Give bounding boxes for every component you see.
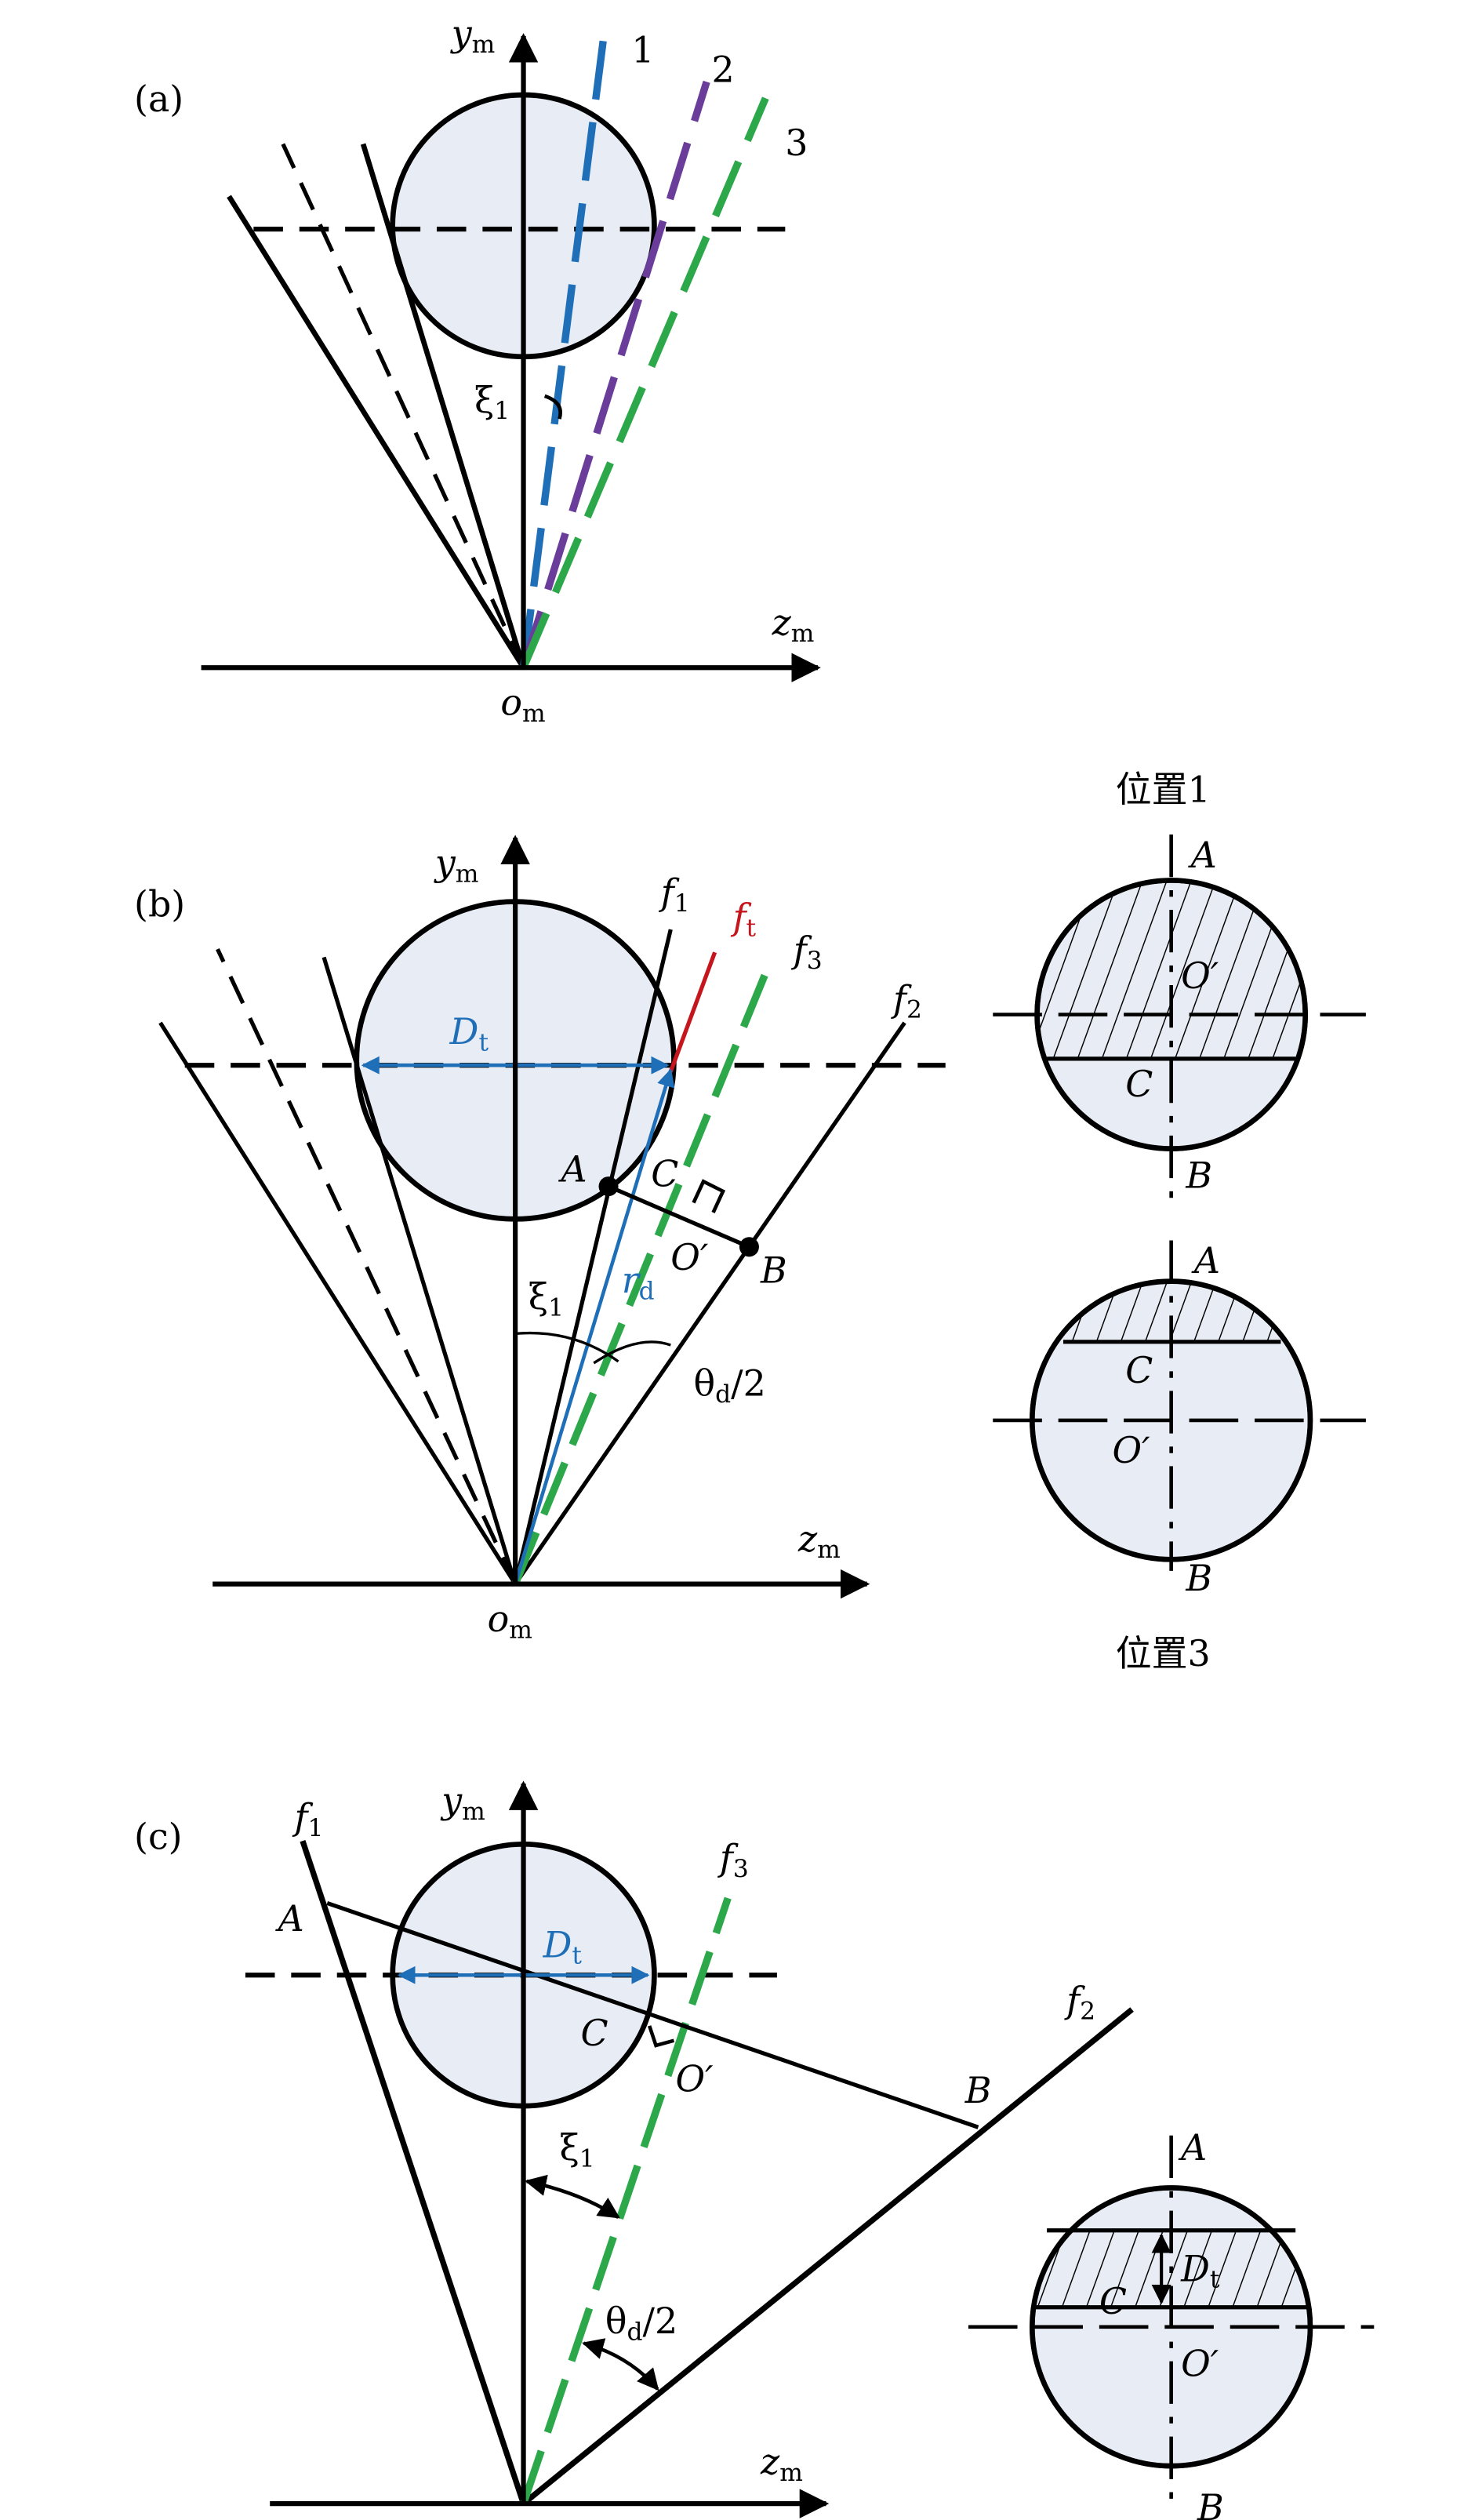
- rd-label: rd: [622, 1259, 655, 1305]
- dt-label: Dt: [449, 1010, 489, 1056]
- position-1-inset: 位置1 A O′ C B: [993, 768, 1366, 1198]
- inset-c-label: C: [1099, 2280, 1127, 2322]
- y-axis-label: ym: [440, 1780, 485, 1826]
- b-label: B: [760, 1249, 787, 1292]
- pos1-a-label: A: [1188, 834, 1217, 876]
- dt-label: Dt: [543, 1923, 583, 1969]
- a-label: A: [558, 1147, 587, 1190]
- panel-c-inset: A Dt C O′ B: [968, 2126, 1375, 2520]
- line-3-label: 3: [785, 122, 808, 164]
- boundary-line: [360, 143, 526, 669]
- f2-label: f2: [1064, 1979, 1095, 2025]
- f1-line: [513, 929, 673, 1585]
- panel-b: (b) f1 ft f3 f2 Dt A C O′ B rd ξ1 θd/2 y…: [134, 768, 1366, 1675]
- f2-line: [521, 2007, 1134, 2506]
- inset-dt-label: Dt: [1180, 2247, 1220, 2293]
- xi1-label: ξ1: [559, 2126, 594, 2173]
- pos3-c-label: C: [1125, 1349, 1153, 1391]
- pos1-b-label: B: [1185, 1155, 1212, 1197]
- b-label: B: [964, 2069, 992, 2111]
- xi1-label: ξ1: [474, 379, 510, 425]
- position-3-title: 位置3: [1116, 1632, 1211, 1675]
- ab-segment: [326, 1900, 979, 2129]
- z-axis-label: zm: [797, 1518, 841, 1564]
- origin-label: om: [499, 2519, 543, 2520]
- f2-label: f2: [891, 977, 922, 1024]
- ab-segment: [607, 1184, 750, 1249]
- f3-label: f3: [791, 929, 823, 975]
- theta-label: θd/2: [694, 1362, 766, 1409]
- f3-line: [511, 955, 776, 1586]
- point-b: [739, 1237, 759, 1257]
- rd-vector: [513, 1068, 675, 1585]
- panel-c: (c) f1 f3 f2 A B C O′ Dt ξ1 θd/2 ym zm o…: [134, 1780, 1375, 2520]
- y-axis-label: ym: [450, 12, 496, 58]
- f1-line: [300, 1840, 527, 2505]
- f3-line: [520, 1896, 732, 2505]
- theta-label: θd/2: [605, 2300, 677, 2346]
- f3-label: f3: [717, 1837, 749, 1883]
- inset-b-label: B: [1197, 2486, 1224, 2520]
- ft-line: [668, 951, 717, 1073]
- panel-a-label: (a): [134, 78, 183, 120]
- f2-line: [513, 1021, 906, 1586]
- line-2-label: 2: [711, 48, 734, 90]
- line-1: [519, 24, 609, 668]
- line-1-label: 1: [631, 28, 654, 71]
- line-3: [520, 96, 769, 670]
- pos3-o-label: O′: [1113, 1429, 1151, 1471]
- pos1-c-label: C: [1125, 1063, 1153, 1105]
- z-axis-label: zm: [772, 602, 815, 648]
- pos3-a-label: A: [1191, 1239, 1220, 1282]
- panel-b-label: (b): [134, 882, 185, 925]
- origin-label: om: [488, 1598, 532, 1644]
- f1-label: f1: [292, 1796, 323, 1842]
- position-3-inset: A C O′ B 位置3: [993, 1239, 1366, 1675]
- c-label: C: [651, 1153, 678, 1195]
- origin-label: om: [500, 682, 545, 728]
- panel-a: (a) 1 2 3 ξ1 ym zm om: [134, 12, 821, 728]
- inset-a-label: A: [1178, 2126, 1207, 2169]
- o-prime-label: O′: [670, 1236, 709, 1278]
- ft-label: ft: [731, 896, 757, 942]
- pos3-b-label: B: [1185, 1557, 1212, 1599]
- boundary-line: [227, 195, 526, 670]
- o-prime-label: O′: [676, 2057, 714, 2100]
- panel-c-label: (c): [134, 1816, 182, 1858]
- position-1-title: 位置1: [1116, 768, 1211, 810]
- pos1-o-label: O′: [1181, 955, 1219, 997]
- y-axis-label: ym: [434, 842, 479, 888]
- inset-o-label: O′: [1181, 2342, 1219, 2384]
- c-label: C: [581, 2012, 608, 2054]
- point-a: [598, 1176, 619, 1197]
- xi1-label: ξ1: [529, 1275, 564, 1322]
- mid-dashed-line: [281, 143, 525, 669]
- line-2: [520, 80, 710, 669]
- f1-label: f1: [659, 871, 690, 918]
- z-axis-label: zm: [760, 2441, 803, 2487]
- a-label: A: [275, 1897, 304, 1940]
